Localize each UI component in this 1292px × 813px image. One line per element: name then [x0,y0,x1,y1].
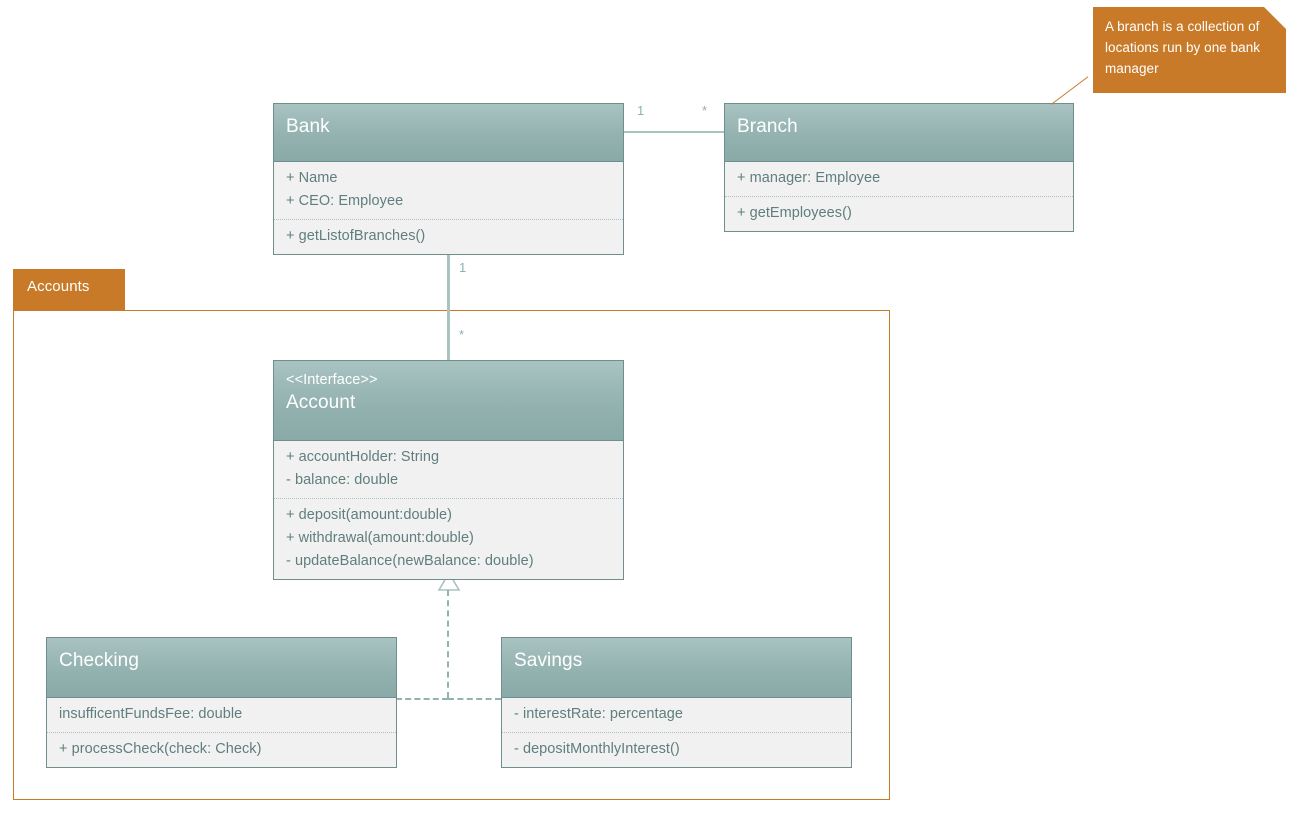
uml-operation: - depositMonthlyInterest() [514,741,680,757]
uml-class-branch-attributes: + manager: Employee [725,162,1073,196]
note-anchor-line [1051,76,1089,105]
uml-attribute: - interestRate: percentage [514,706,683,722]
multiplicity-bank-account-source: 1 [459,260,467,275]
uml-class-branch[interactable]: Branch + manager: Employee + getEmployee… [724,103,1074,232]
uml-class-checking-attributes: insufficentFundsFee: double [47,698,396,732]
uml-attribute: + accountHolder: String [286,449,440,465]
multiplicity-bank-account-target: * [459,327,465,342]
realization-line-savings[interactable] [448,698,501,700]
uml-operation: + processCheck(check: Check) [59,741,262,757]
uml-class-checking-operations: + processCheck(check: Check) [47,732,396,767]
multiplicity-bank-branch-target: * [702,103,708,118]
uml-operation: + getEmployees() [737,205,852,221]
uml-class-bank-title: Bank [286,116,330,137]
uml-attribute: insufficentFundsFee: double [59,706,243,722]
realization-arrowhead-account [437,572,461,591]
uml-operation: + getListofBranches() [286,228,426,244]
uml-attribute: + CEO: Employee [286,193,404,209]
note-fold-corner-icon [1264,7,1286,29]
package-frame-accounts[interactable] [13,310,890,800]
realization-line-vertical[interactable] [447,590,449,698]
uml-class-account-attributes: + accountHolder: String - balance: doubl… [274,441,623,498]
uml-operation: + withdrawal(amount:double) [286,530,474,546]
multiplicity-bank-branch-source: 1 [637,103,645,118]
package-tab-accounts[interactable]: Accounts [13,269,125,310]
note-text: A branch is a collection of locations ru… [1105,19,1261,76]
uml-class-savings-operations: - depositMonthlyInterest() [502,732,851,767]
realization-line-checking[interactable] [396,698,448,700]
uml-attribute: + Name [286,170,338,186]
uml-class-bank[interactable]: Bank + Name + CEO: Employee + getListofB… [273,103,624,255]
uml-class-checking[interactable]: Checking insufficentFundsFee: double + p… [46,637,397,768]
uml-class-account[interactable]: <<Interface>> Account + accountHolder: S… [273,360,624,580]
uml-class-bank-header: Bank [274,104,623,162]
uml-class-account-header: <<Interface>> Account [274,361,623,441]
association-bank-account[interactable] [447,244,450,362]
uml-operation: + deposit(amount:double) [286,507,453,523]
uml-class-savings-attributes: - interestRate: percentage [502,698,851,732]
uml-class-checking-title: Checking [59,650,140,671]
uml-class-bank-operations: + getListofBranches() [274,219,623,254]
uml-class-checking-header: Checking [47,638,396,698]
uml-class-savings-header: Savings [502,638,851,698]
uml-class-branch-operations: + getEmployees() [725,196,1073,231]
uml-class-account-title: Account [286,392,356,413]
uml-class-account-operations: + deposit(amount:double) + withdrawal(am… [274,498,623,579]
association-bank-branch[interactable] [623,131,725,133]
note-branch-description[interactable]: A branch is a collection of locations ru… [1093,7,1286,93]
uml-class-branch-title: Branch [737,116,798,137]
uml-class-bank-attributes: + Name + CEO: Employee [274,162,623,219]
package-label: Accounts [27,278,90,295]
uml-attribute: - balance: double [286,472,399,488]
uml-class-branch-header: Branch [725,104,1073,162]
uml-attribute: + manager: Employee [737,170,881,186]
uml-class-savings[interactable]: Savings - interestRate: percentage - dep… [501,637,852,768]
uml-class-savings-title: Savings [514,650,583,671]
uml-class-account-stereotype: <<Interface>> [286,372,378,388]
uml-operation: - updateBalance(newBalance: double) [286,553,534,569]
